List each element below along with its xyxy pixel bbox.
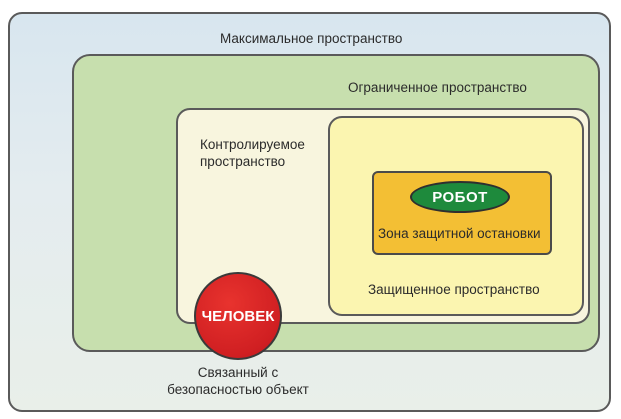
protective-stop-zone-label: Зона защитной остановки bbox=[378, 226, 541, 241]
maximum-space-label: Максимальное пространство bbox=[220, 31, 403, 46]
robot-badge: РОБОТ bbox=[410, 181, 510, 213]
controlled-space-label-line-2: пространство bbox=[200, 154, 286, 169]
restricted-space-label: Ограниченное пространство bbox=[348, 80, 527, 95]
safety-object-label-line-2: безопасностью объект bbox=[167, 382, 309, 397]
controlled-space-label: Контролируемое пространство bbox=[200, 136, 305, 170]
protected-space-label: Защищенное пространство bbox=[368, 282, 540, 297]
controlled-space-label-line-1: Контролируемое bbox=[200, 137, 305, 152]
human-circle: ЧЕЛОВЕК bbox=[194, 272, 282, 360]
safety-object-label: Связанный с безопасностью объект bbox=[154, 364, 322, 398]
protective-stop-zone-region bbox=[372, 171, 552, 255]
safety-object-label-line-1: Связанный с bbox=[197, 365, 279, 380]
